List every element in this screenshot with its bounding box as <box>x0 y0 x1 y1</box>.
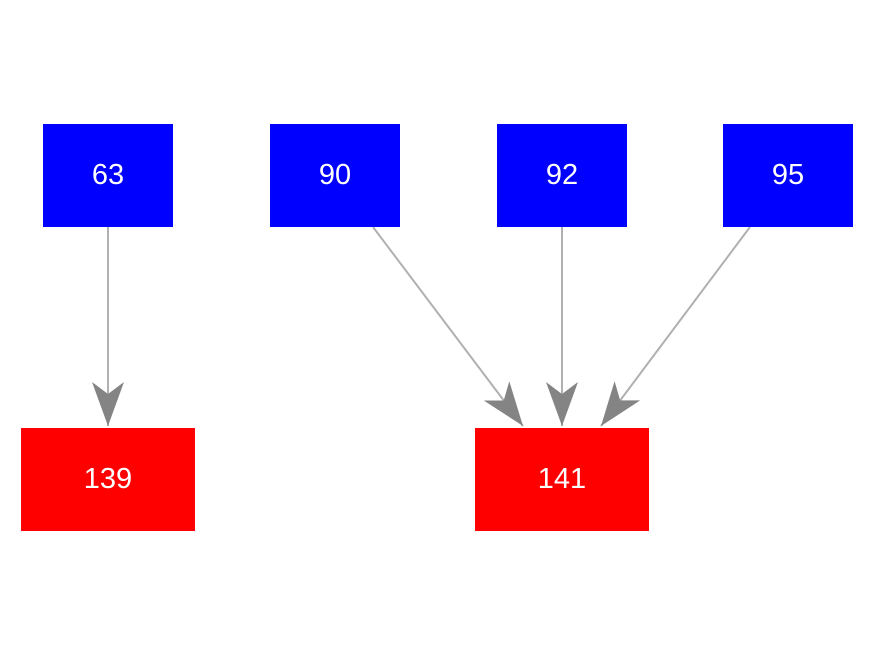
node-label: 63 <box>91 159 125 191</box>
node-label: 90 <box>318 159 352 191</box>
edge-95-141 <box>600 226 751 427</box>
node-label: 95 <box>771 159 805 191</box>
node-label: 141 <box>537 463 587 495</box>
edge-90-141 <box>372 226 524 427</box>
graph-node-92[interactable]: 92 <box>497 124 627 227</box>
graph-node-63[interactable]: 63 <box>43 124 173 227</box>
node-label: 139 <box>83 463 133 495</box>
graph-node-139[interactable]: 139 <box>21 428 195 531</box>
graph-node-90[interactable]: 90 <box>270 124 400 227</box>
graph-node-95[interactable]: 95 <box>723 124 853 227</box>
node-label: 92 <box>545 159 579 191</box>
graph-node-141[interactable]: 141 <box>475 428 649 531</box>
